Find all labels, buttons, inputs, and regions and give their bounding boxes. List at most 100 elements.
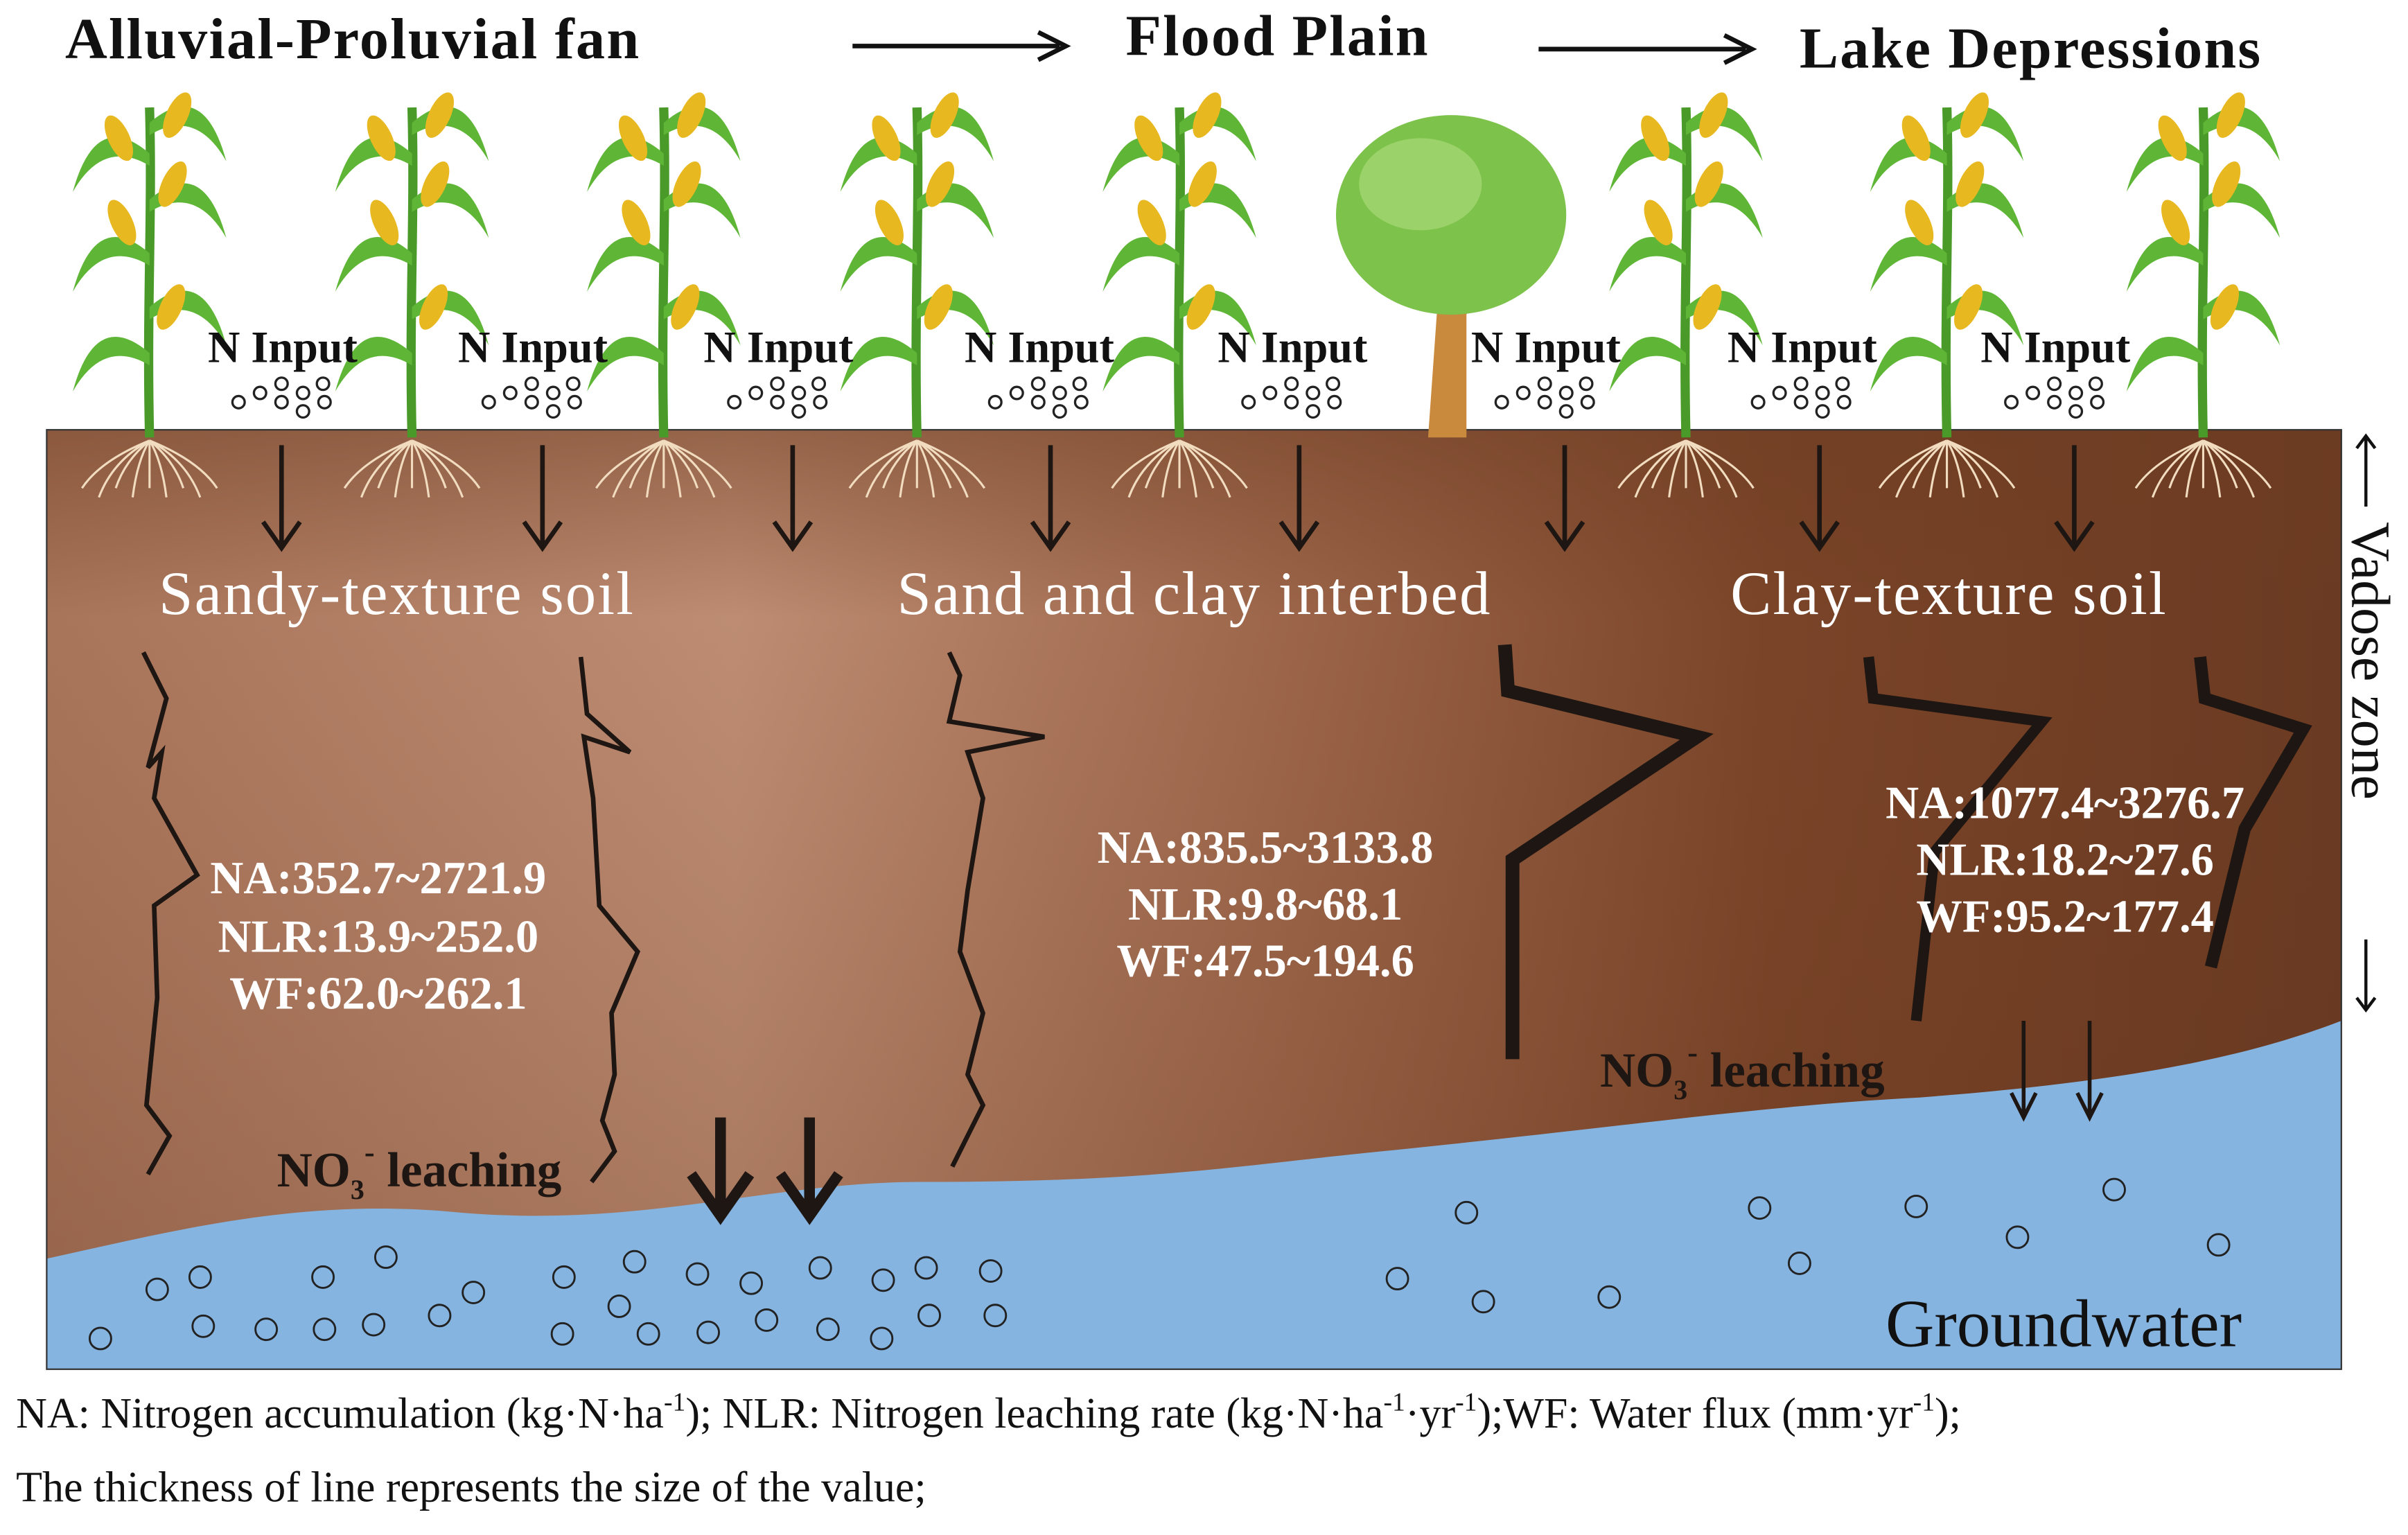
nitrate-bubble (685, 1262, 710, 1286)
fertilizer-granule (1009, 385, 1024, 401)
fertilizer-granule (1072, 376, 1087, 392)
nitrate-bubble (1597, 1285, 1622, 1309)
fertilizer-granule (1815, 404, 1830, 419)
soil-label-sandy: Sandy-texture soil (159, 560, 635, 628)
fertilizer-granule (1836, 394, 1852, 410)
profile-line (578, 656, 641, 1184)
fertilizer-granule (1073, 394, 1089, 410)
fertilizer-granule (791, 385, 807, 401)
arrowhead-icon (1037, 30, 1071, 62)
n-input-label: N Input (1980, 323, 2131, 372)
soil-label-interbed: Sand and clay interbed (897, 560, 1492, 628)
nitrate-bubble (808, 1256, 832, 1280)
nitrate-bubble (1385, 1267, 1409, 1291)
fertilizer-granule (987, 394, 1003, 410)
fertilizer-granule (2025, 385, 2041, 401)
nitrate-bubble (816, 1317, 840, 1342)
arrow-down-icon (2355, 939, 2377, 1013)
fertilizer-granule (295, 404, 310, 419)
nitrate-bubble (2005, 1225, 2030, 1249)
fertilizer-granule (2068, 404, 2084, 419)
stage-lake-depressions: Lake Depressions (1800, 16, 2262, 80)
fertilizer-granule (1537, 394, 1552, 410)
groundwater-label: Groundwater (1886, 1287, 2242, 1362)
fertilizer-granule (1284, 376, 1299, 392)
profile-line (2194, 656, 2312, 969)
nitrate-bubble (1787, 1252, 1811, 1275)
fertilizer-granule (524, 376, 539, 392)
arrow-down-icon (1030, 445, 1071, 552)
fertilizer-granule (770, 376, 785, 392)
fertilizer-granule (1327, 394, 1342, 410)
nitrate-bubble (428, 1304, 452, 1328)
stage-alluvial-fan: Alluvial-Proluvial fan (65, 7, 640, 71)
n-input: N Input (1728, 323, 1877, 552)
fertilizer-granule (1030, 394, 1046, 410)
profile-lines (141, 644, 2312, 1184)
n-input-label: N Input (1471, 323, 1622, 372)
nitrate-bubble (462, 1281, 486, 1304)
fertilizer-granule (1263, 385, 1278, 401)
profile-line (946, 651, 1045, 1168)
fertilizer-granule (1750, 394, 1766, 410)
corn-plant (1609, 92, 1763, 498)
arrow-down-icon (522, 445, 563, 552)
nitrate-bubble (1904, 1195, 1928, 1218)
arrow-down-icon (2010, 1020, 2038, 1122)
arrow-down-icon (1544, 445, 1585, 552)
stat-nlr: NLR:9.8~68.1 (1128, 879, 1403, 930)
nitrate-bubble (622, 1249, 647, 1274)
nitrate-bubble (88, 1326, 112, 1351)
nitrate-bubble (607, 1295, 631, 1318)
nitrate-bubble (1748, 1196, 1772, 1220)
fertilizer-granule (1515, 385, 1531, 401)
fertilizer-granule (1835, 376, 1850, 392)
fertilizer-granule (315, 376, 331, 392)
stat-wf: WF:95.2~177.4 (1916, 892, 2213, 942)
fertilizer-granule (252, 385, 267, 401)
fertilizer-granule (1537, 376, 1552, 392)
nitrate-bubble (983, 1304, 1008, 1328)
fertilizer-granule (1815, 385, 1830, 401)
corn-plant (587, 92, 741, 498)
nitrate-bubble (636, 1322, 660, 1346)
fertilizer-granule (2088, 376, 2103, 392)
n-input: N Input (1471, 323, 1622, 552)
fertilizer-granule (1030, 376, 1046, 392)
nitrate-bubble (550, 1322, 574, 1346)
fertilizer-granule (295, 385, 310, 401)
nitrate-bubble (373, 1245, 398, 1270)
leaching-arrows-right (2010, 1020, 2104, 1122)
nitrate-bubble (696, 1320, 720, 1344)
fertilizer-granule (1558, 385, 1574, 401)
fertilizer-granule (2047, 394, 2062, 410)
nitrate-bubble (145, 1277, 169, 1301)
n-input-label: N Input (703, 323, 854, 372)
profile-line (141, 651, 200, 1176)
arrow-down-icon (1278, 445, 1320, 552)
fertilizer-granule (770, 394, 785, 410)
fertilizer-granule (1579, 376, 1594, 392)
arrow-down-icon (2054, 445, 2095, 552)
nitrate-bubble (914, 1256, 938, 1280)
fruit-tree (1335, 115, 1567, 438)
n-input-label: N Input (965, 323, 1115, 372)
fertilizer-granule (317, 394, 332, 410)
arrow-down-icon (772, 445, 814, 552)
arrow-down-icon (687, 1117, 755, 1225)
nitrate-bubble (871, 1268, 895, 1292)
n-input-group: N Input N Input N Input N Input N Input N Inp… (208, 323, 2131, 552)
fertilizer-granule (481, 394, 496, 410)
stat-nlr: NLR:18.2~27.6 (1916, 835, 2213, 886)
vadose-zone-label: Vadose zone (2339, 522, 2400, 800)
corn-plant (73, 92, 227, 498)
tree-canopy-highlight (1359, 138, 1482, 231)
nitrate-bubble (978, 1259, 1003, 1283)
n-input-label: N Input (1218, 323, 1368, 372)
n-input-label: N Input (458, 323, 608, 372)
fertilizer-granule (1793, 394, 1809, 410)
groundwater-body (46, 1020, 2341, 1369)
legend-line-1: NA: Nitrogen accumulation (kg·N·ha-1); N… (16, 1388, 1961, 1437)
nitrate-bubble (917, 1304, 941, 1328)
